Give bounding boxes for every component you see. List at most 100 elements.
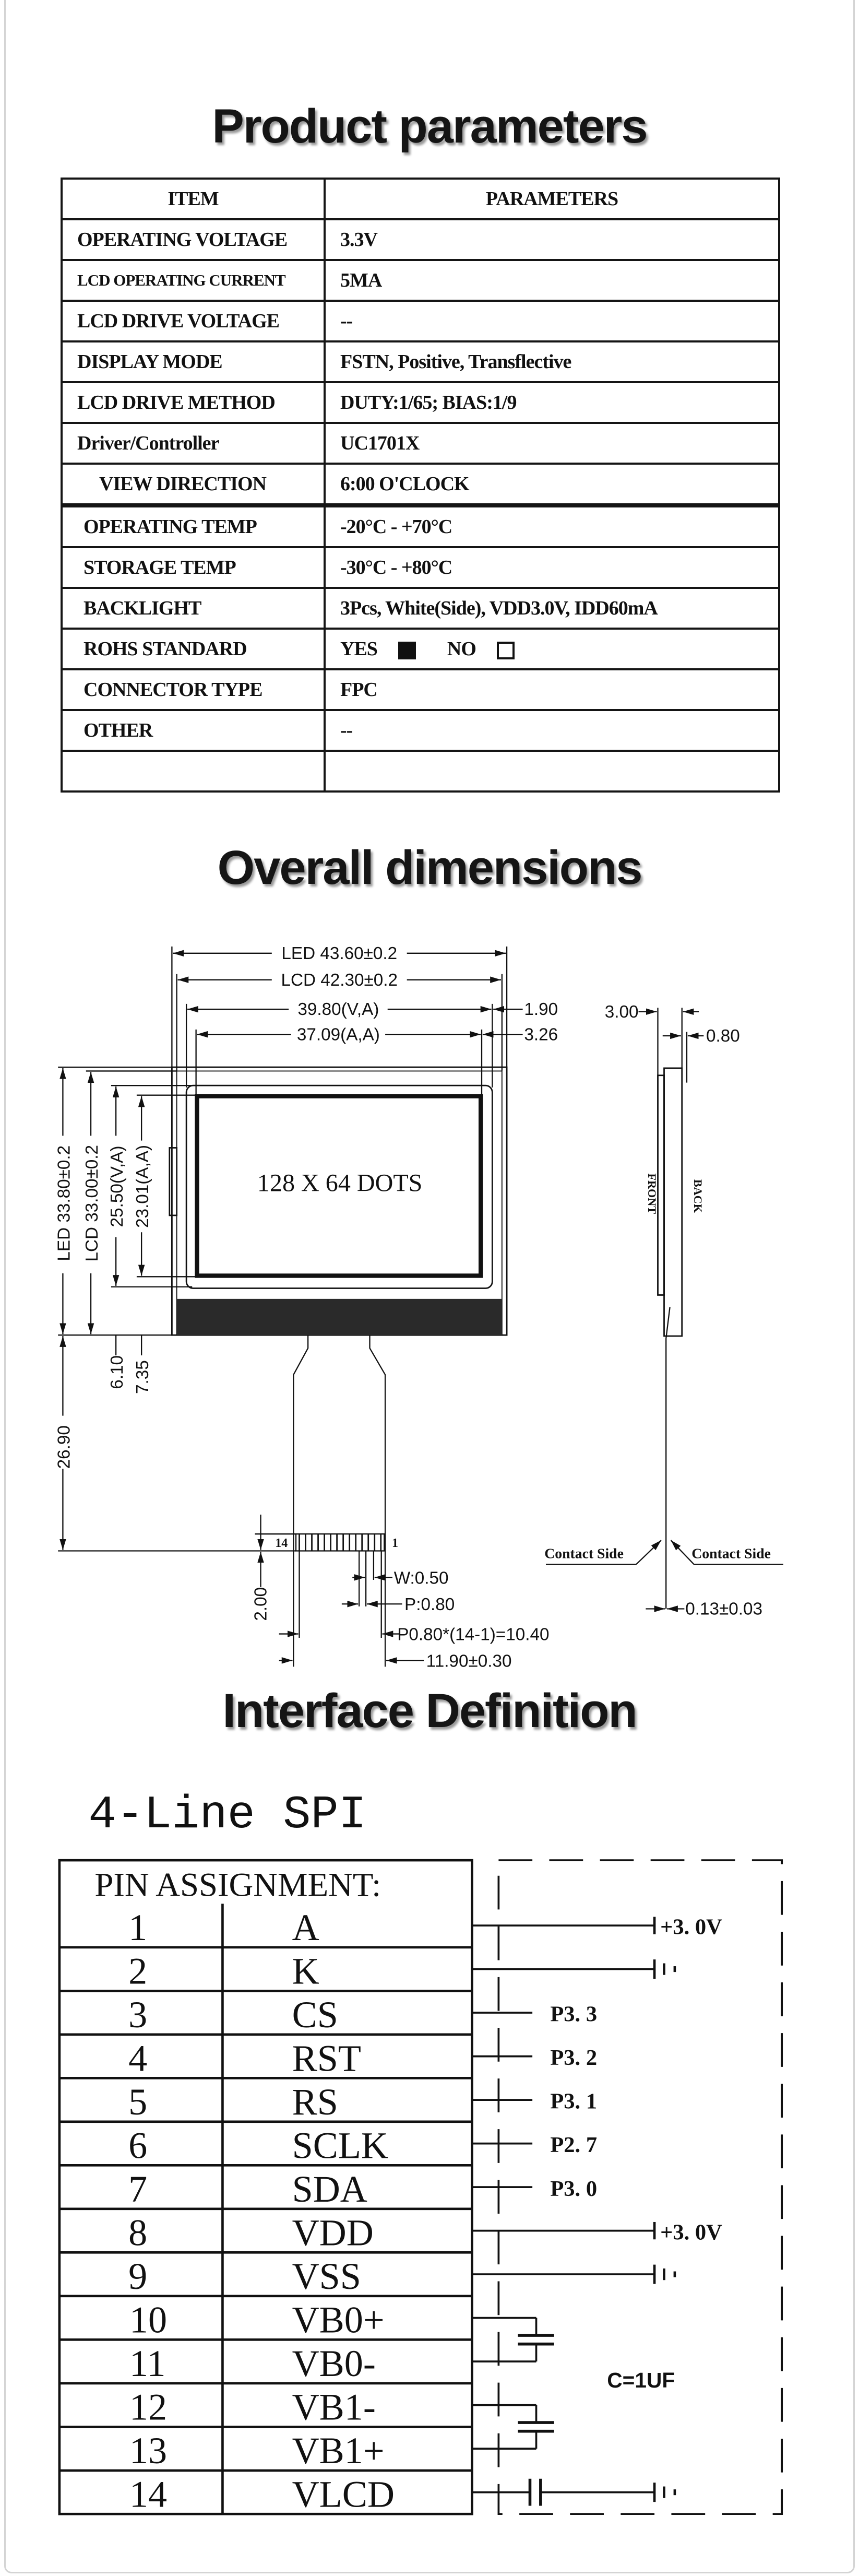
- value-cell: --: [324, 709, 780, 752]
- aa-height-label: 23.01(A,A): [133, 1145, 152, 1228]
- net-label: P3. 1: [550, 2089, 597, 2114]
- pin-1-label: 1: [392, 1537, 398, 1550]
- value-cell: UC1701X: [324, 422, 780, 465]
- pin-name: VDD: [292, 2212, 374, 2253]
- section-title-interface: Interface Definition: [222, 1684, 637, 1738]
- thickness2-label: 0.80: [706, 1026, 740, 1046]
- thickness-label: 3.00: [605, 1002, 639, 1022]
- item-cell: ROHS STANDARD: [61, 628, 326, 670]
- page-frame: [4, 0, 855, 2573]
- pin-name: RS: [292, 2081, 338, 2123]
- pin-number: 5: [128, 2081, 147, 2123]
- led-width-label: LED 43.60±0.2: [281, 944, 397, 963]
- rohs-yes-checkbox: [398, 642, 416, 660]
- rohs-yes-label: YES: [340, 638, 378, 660]
- item-cell: OPERATING VOLTAGE: [61, 218, 326, 261]
- pin-number: 13: [129, 2430, 167, 2472]
- pin-name: VB1+: [292, 2430, 385, 2472]
- va-height-label: 25.50(V,A): [108, 1145, 127, 1227]
- net-label: P3. 0: [550, 2177, 597, 2201]
- value-cell: FSTN, Positive, Transflective: [324, 340, 780, 383]
- item-cell: Driver/Controller: [61, 422, 326, 465]
- pin-number: 7: [128, 2168, 147, 2210]
- pin-name: VB0-: [292, 2343, 376, 2384]
- pin-14-label: 14: [275, 1537, 288, 1550]
- aa-offset-label: 3.26: [524, 1025, 558, 1044]
- pin-table-header: PIN ASSIGNMENT:: [94, 1866, 381, 1904]
- front-label: FRONT: [646, 1173, 659, 1214]
- value-cell: DUTY:1/65; BIAS:1/9: [324, 381, 780, 424]
- table-row: OPERATING TEMP-20°C - +70°C: [61, 504, 780, 548]
- item-cell: STORAGE TEMP: [61, 546, 326, 589]
- interface-mode-label: 4-Line SPI: [88, 1789, 366, 1841]
- table-row: [61, 750, 780, 793]
- item-cell: OPERATING TEMP: [61, 504, 326, 548]
- fpc-tail-label: 2.00: [252, 1587, 271, 1621]
- pin-width-label: W:0.50: [394, 1568, 449, 1588]
- aa-bottom-label: 7.35: [133, 1360, 152, 1394]
- pin-name: RST: [292, 2037, 361, 2079]
- pin-name: VB1-: [292, 2386, 376, 2428]
- net-label: P3. 3: [550, 2002, 597, 2027]
- va-bottom-label: 6.10: [108, 1355, 127, 1389]
- pin-number: 6: [128, 2124, 147, 2166]
- pin-number: 9: [128, 2255, 147, 2297]
- fpc-width-label: 11.90±0.30: [426, 1651, 512, 1671]
- item-cell: DISPLAY MODE: [61, 340, 326, 383]
- pin-number: 12: [129, 2386, 167, 2428]
- header-parameters: PARAMETERS: [324, 178, 780, 220]
- va-width-label: 39.80(V,A): [297, 1000, 379, 1019]
- rohs-no-checkbox: [496, 642, 515, 660]
- item-cell: LCD DRIVE METHOD: [61, 381, 326, 424]
- pin-number: 11: [129, 2343, 165, 2384]
- fpc-pins: [299, 1534, 382, 1551]
- lcd-height-label: LCD 33.00±0.2: [82, 1145, 102, 1262]
- net-label: +3. 0V: [660, 2220, 722, 2244]
- table-row: ROHS STANDARD YES NO: [61, 628, 780, 670]
- rohs-no-label: NO: [447, 638, 476, 660]
- aa-width-label: 37.09(A,A): [297, 1025, 380, 1044]
- pin-name: CS: [292, 1994, 338, 2036]
- table-row: LCD DRIVE VOLTAGE--: [61, 300, 780, 342]
- item-cell: CONNECTOR TYPE: [61, 668, 326, 711]
- pin-number: 3: [128, 1994, 147, 2036]
- item-cell: [61, 750, 326, 793]
- value-cell: -30°C - +80°C: [324, 546, 780, 589]
- dimension-drawing: LED 43.60±0.2 LCD 42.30±0.2 39.80(V,A) 1…: [54, 944, 783, 1671]
- value-cell: 6:00 O'CLOCK: [324, 463, 780, 507]
- mcu-dashed-box: [497, 1859, 783, 2515]
- value-cell: 3Pcs, White(Side), VDD3.0V, IDD60mA: [324, 587, 780, 630]
- value-cell: 5MA: [324, 259, 780, 302]
- pin-number: 8: [128, 2212, 147, 2253]
- backlight-band: [176, 1298, 502, 1336]
- pin-number: 10: [129, 2299, 167, 2341]
- pin-pitch-label: P:0.80: [404, 1595, 455, 1614]
- pin-number: 4: [128, 2037, 147, 2079]
- pin-name: VB0+: [292, 2299, 385, 2341]
- capacitor-value-label: C=1UF: [607, 2368, 675, 2392]
- item-cell: LCD OPERATING CURRENT: [61, 259, 326, 302]
- rohs-cell: YES NO: [324, 628, 780, 670]
- pin-name: SDA: [292, 2168, 367, 2210]
- value-cell: FPC: [324, 668, 780, 711]
- pin-name: VLCD: [292, 2473, 395, 2515]
- net-label: P2. 7: [550, 2133, 597, 2157]
- pin-number: 2: [128, 1950, 147, 1992]
- table-header: ITEM PARAMETERS: [61, 178, 780, 220]
- pin-name: A: [292, 1907, 319, 1948]
- fpc-length-label: 26.90: [54, 1425, 74, 1469]
- item-cell: OTHER: [61, 709, 326, 752]
- item-cell: LCD DRIVE VOLTAGE: [61, 300, 326, 342]
- net-label: +3. 0V: [660, 1915, 722, 1940]
- back-label: BACK: [691, 1179, 705, 1213]
